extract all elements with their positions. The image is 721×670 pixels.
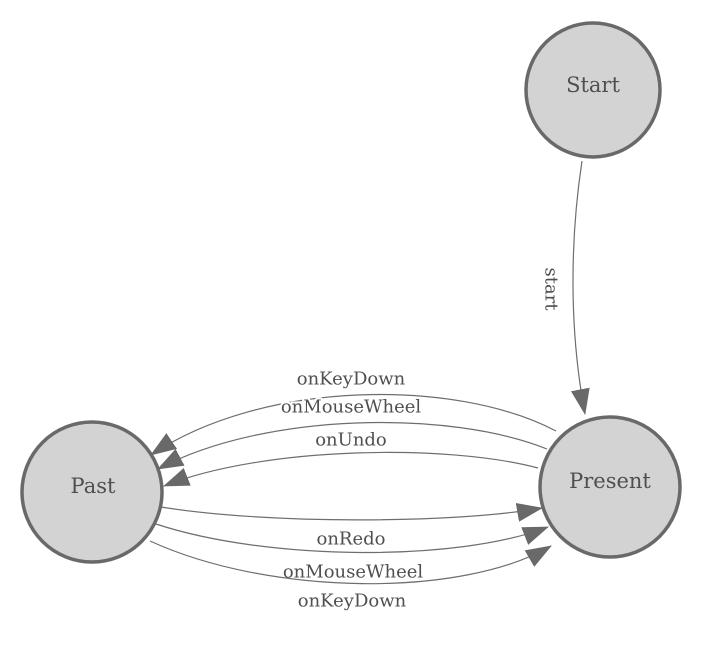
- edge-present-to-past-onundo[interactable]: onUndo: [163, 428, 539, 487]
- state-node-past[interactable]: Past: [20, 420, 164, 564]
- edge-label-onkeydown-bottom: onKeyDown: [298, 591, 407, 612]
- edge-path: [155, 523, 549, 554]
- edge-path: [149, 540, 552, 585]
- state-node-present[interactable]: Present: [538, 415, 682, 559]
- edge-label-onkeydown-top: onKeyDown: [297, 369, 406, 390]
- edge-label-onundo: onUndo: [315, 430, 387, 451]
- edge-path: [163, 451, 539, 487]
- state-node-start[interactable]: Start: [524, 21, 662, 159]
- edge-present-to-past-onkeydown[interactable]: onKeyDown: [150, 367, 557, 456]
- edge-label-start: start: [541, 267, 562, 311]
- edge-label-onmousewheel-top: onMouseWheel: [281, 397, 422, 418]
- edge-present-to-past-onmousewheel[interactable]: onMouseWheel: [157, 395, 548, 470]
- state-label-past: Past: [71, 474, 116, 498]
- edge-path: [150, 393, 557, 456]
- edge-label-onredo: onRedo: [317, 529, 386, 550]
- edge-past-to-present-onredo[interactable]: onRedo: [160, 503, 543, 552]
- edge-path: [157, 421, 548, 470]
- edge-label-onmousewheel-bottom: onMouseWheel: [283, 562, 424, 583]
- edge-start-to-present[interactable]: start: [539, 160, 590, 415]
- state-circle-present: [538, 415, 682, 559]
- state-label-present: Present: [569, 469, 651, 493]
- edge-past-to-present-onkeydown[interactable]: onKeyDown: [149, 540, 552, 614]
- edge-path: [570, 160, 590, 415]
- state-circle-past: [20, 420, 164, 564]
- state-label-start: Start: [566, 73, 620, 97]
- state-circle-start: [524, 21, 662, 159]
- edge-path: [160, 503, 543, 522]
